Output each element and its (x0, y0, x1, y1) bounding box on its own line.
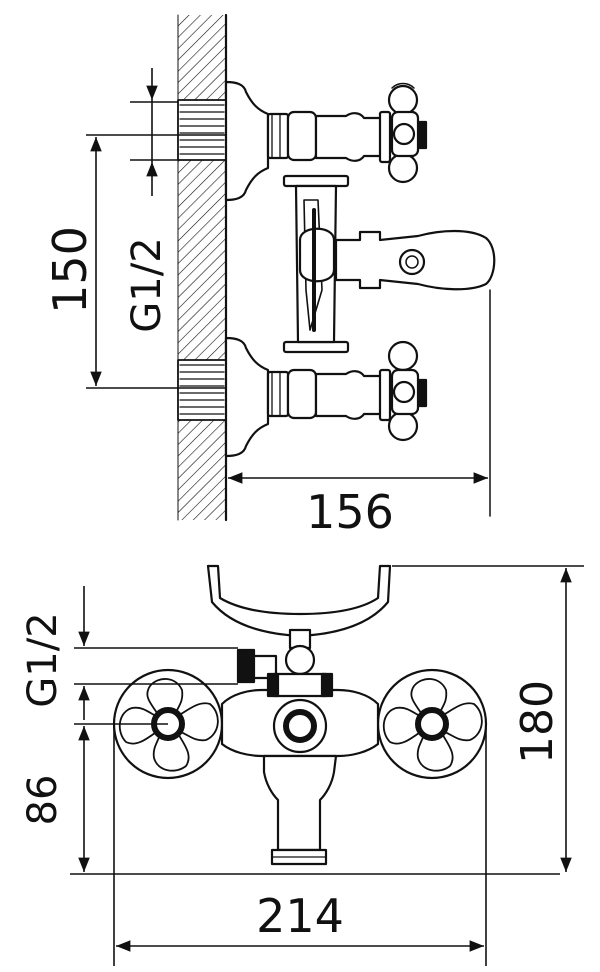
side-thread-label: G1/2 (124, 237, 170, 332)
upper-flange (224, 80, 270, 202)
front-view-dimensions (70, 565, 584, 966)
lower-valve-body (314, 370, 388, 420)
upper-cross-handle (387, 82, 428, 184)
lower-cross-handle (387, 340, 428, 442)
lower-thread (177, 359, 227, 421)
side-height-label: 150 (43, 226, 97, 314)
lower-flange (224, 336, 270, 458)
front-thread-label: G1/2 (20, 612, 66, 707)
shower-holder (206, 564, 392, 638)
upper-thread (177, 99, 227, 161)
front-spout (262, 754, 338, 852)
side-view (177, 13, 496, 522)
front-width-label: 214 (256, 889, 344, 943)
wall-hatch (178, 15, 226, 520)
side-view-dimensions (86, 68, 488, 520)
front-total-height-label: 180 (512, 680, 563, 764)
right-cross-handle (376, 668, 488, 780)
upper-valve-body (314, 112, 388, 162)
front-view (112, 564, 488, 866)
side-depth-label: 156 (306, 485, 394, 539)
hose-outlet (236, 648, 256, 684)
front-height-label: 86 (20, 775, 66, 826)
